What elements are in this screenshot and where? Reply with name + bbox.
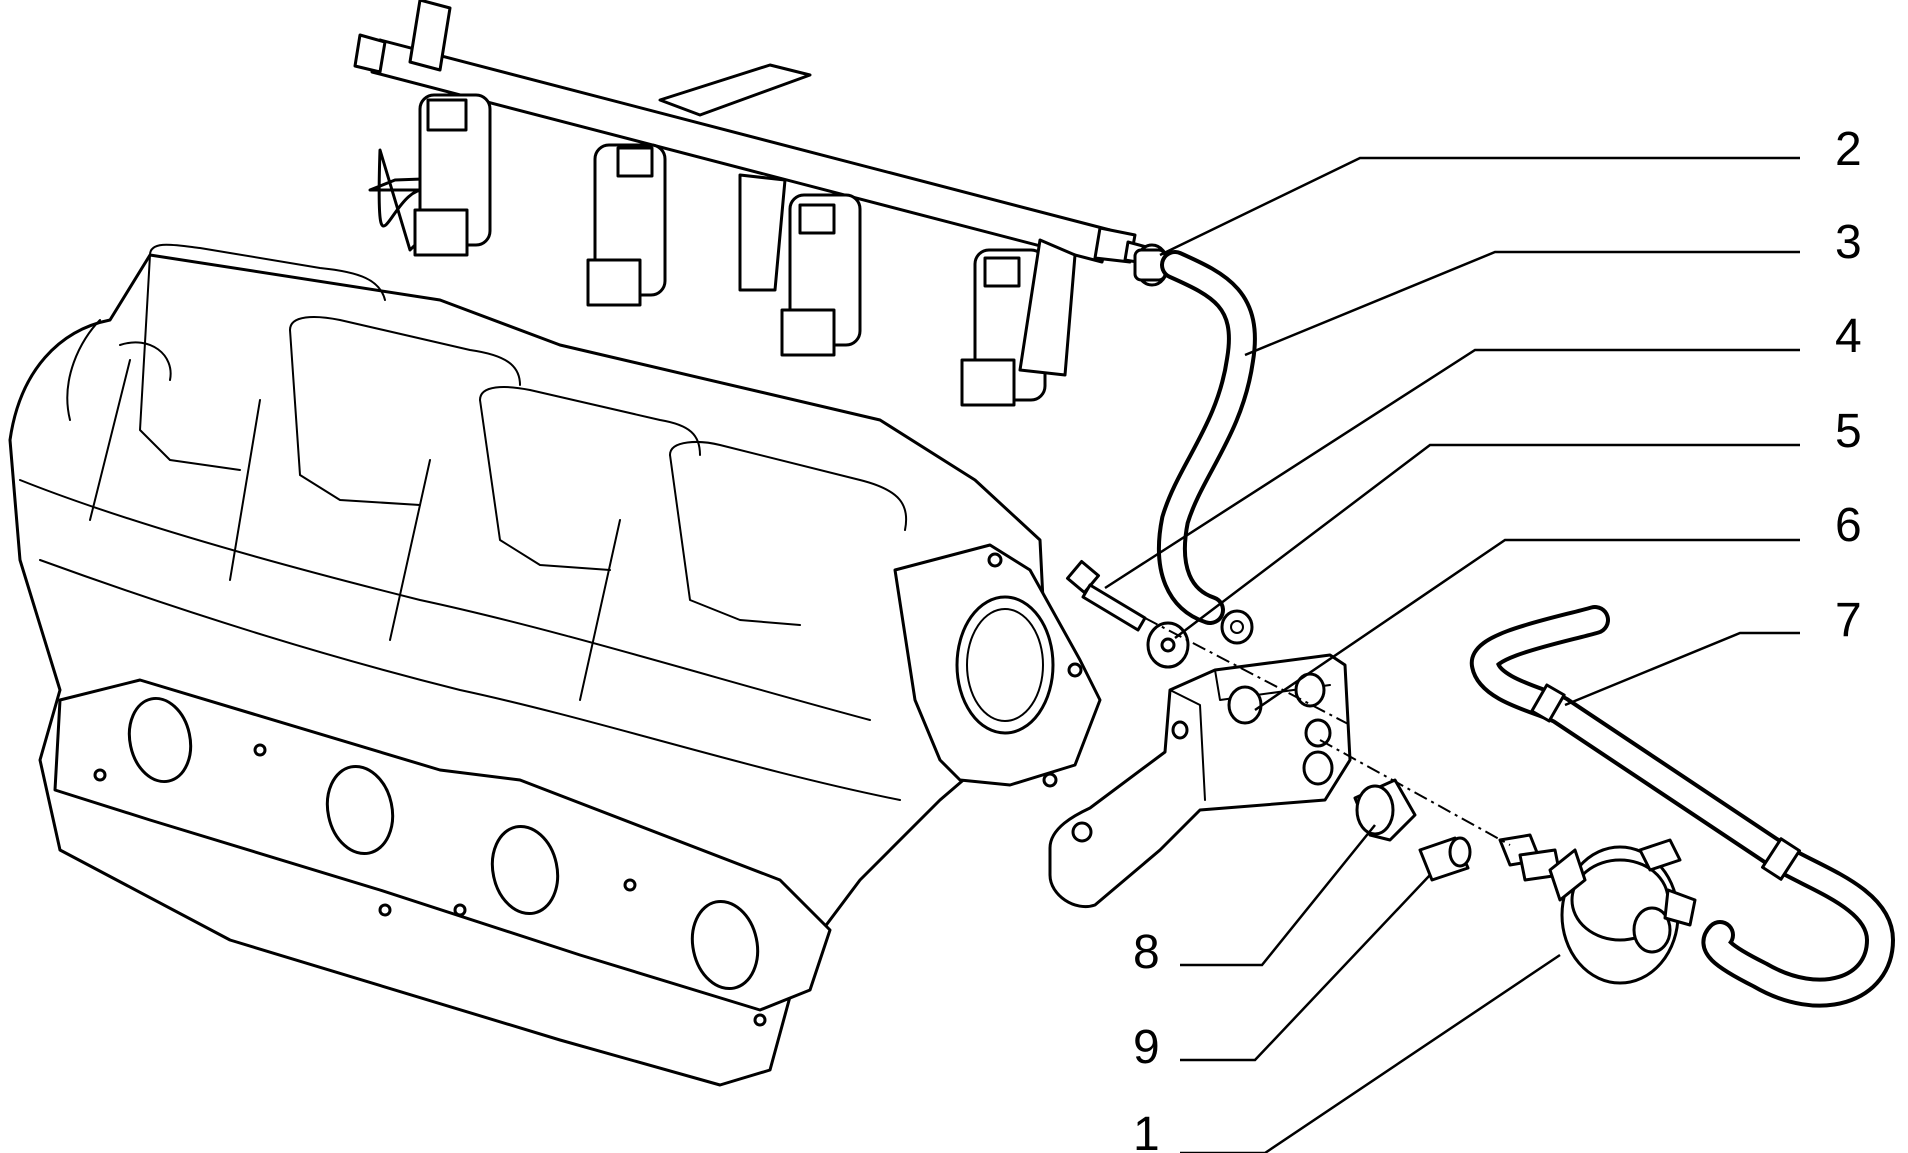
sleeve xyxy=(1418,836,1472,882)
leader-6 xyxy=(1254,538,1800,712)
leader-1 xyxy=(1180,953,1561,1153)
leader-5 xyxy=(1174,443,1800,639)
injector-2 xyxy=(586,143,667,307)
injector-1 xyxy=(368,93,492,257)
intake-manifold xyxy=(8,243,1047,1087)
manifold-flange xyxy=(53,678,832,1027)
leader-2 xyxy=(1159,156,1800,257)
fuel-return-hose xyxy=(1156,250,1257,625)
leader-4 xyxy=(1104,348,1800,590)
callout-8: 8 xyxy=(1133,926,1160,979)
mounting-bolt xyxy=(1066,560,1147,632)
assembly-axis-regulator xyxy=(1319,739,1511,846)
leader-8 xyxy=(1180,824,1376,967)
callout-9: 9 xyxy=(1133,1021,1160,1074)
callout-2: 2 xyxy=(1835,123,1862,176)
fuel-pressure-regulator xyxy=(1498,833,1697,985)
callout-7: 7 xyxy=(1835,594,1862,647)
regulator-bracket xyxy=(1048,653,1352,908)
spacer-bushing xyxy=(1220,609,1254,645)
rubber-mount xyxy=(1353,778,1417,842)
leader-9 xyxy=(1180,874,1431,1062)
leader-3 xyxy=(1244,250,1800,357)
callout-6: 6 xyxy=(1835,499,1862,552)
vacuum-hose xyxy=(1470,605,1895,1008)
throttle-flange xyxy=(893,543,1102,788)
injector-4 xyxy=(960,238,1077,407)
callout-4: 4 xyxy=(1835,310,1862,363)
washer xyxy=(1146,621,1190,669)
callout-5: 5 xyxy=(1835,405,1862,458)
leader-lines xyxy=(1104,156,1800,1153)
callout-1: 1 xyxy=(1133,1108,1160,1153)
leader-7 xyxy=(1564,631,1800,707)
injector-3 xyxy=(738,173,862,357)
callout-3: 3 xyxy=(1835,216,1862,269)
